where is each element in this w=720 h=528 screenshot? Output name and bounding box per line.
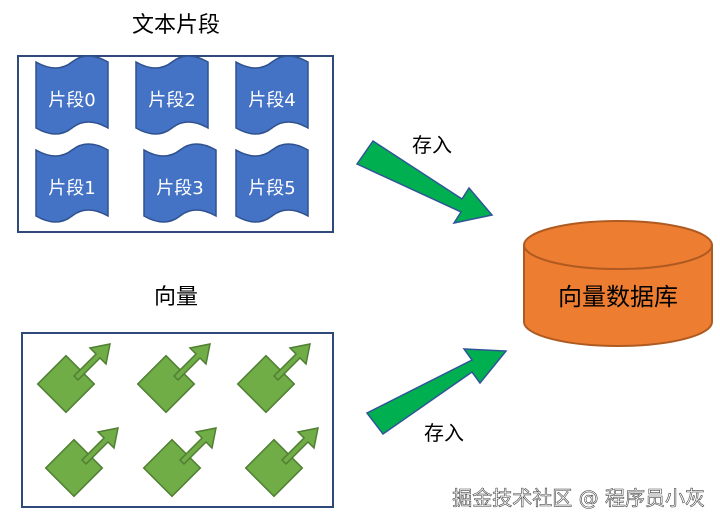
store-arrow-top xyxy=(355,139,494,225)
text-section-title: 文本片段 xyxy=(132,13,220,38)
store-label-bottom: 存入 xyxy=(424,421,464,445)
segment-label: 片段3 xyxy=(156,178,203,199)
segment-3: 片段3 xyxy=(143,143,217,223)
segment-1: 片段1 xyxy=(35,143,109,223)
segment-label: 片段0 xyxy=(48,90,95,111)
vector-section-title: 向量 xyxy=(154,285,198,310)
database-body xyxy=(523,244,713,347)
segment-label: 片段5 xyxy=(248,178,295,199)
segment-label: 片段4 xyxy=(248,90,295,111)
database-label: 向量数据库 xyxy=(558,283,678,311)
store-arrow-bottom xyxy=(365,348,508,436)
segment-5: 片段5 xyxy=(235,143,309,223)
segment-4: 片段4 xyxy=(235,55,309,135)
segment-label: 片段1 xyxy=(48,178,95,199)
vector-database: 向量数据库 xyxy=(523,220,713,347)
segment-2: 片段2 xyxy=(135,55,209,135)
database-top xyxy=(523,220,713,270)
watermark: 掘金技术社区 @ 程序员小灰 xyxy=(452,486,705,510)
store-label-top: 存入 xyxy=(412,133,452,157)
segment-0: 片段0 xyxy=(35,55,109,135)
segment-label: 片段2 xyxy=(148,90,195,111)
